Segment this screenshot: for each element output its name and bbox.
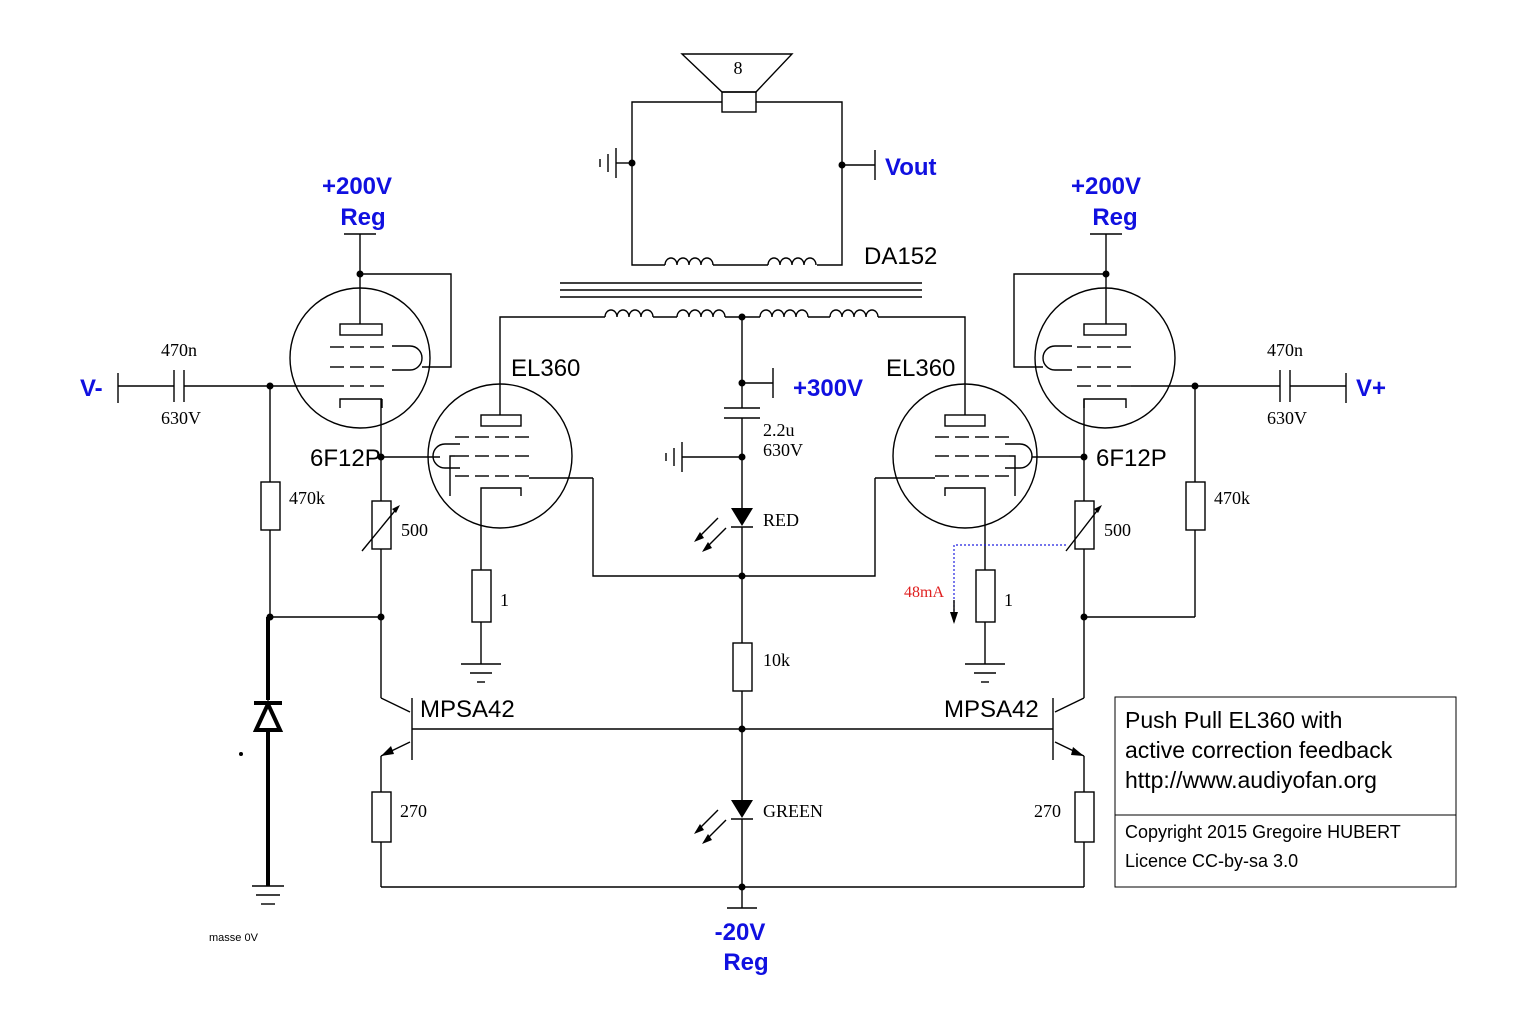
resistor-10k (732, 642, 753, 692)
secondary-winding (664, 257, 817, 266)
resistor-470k-left (260, 481, 281, 531)
cap-right-voltage: 630V (1267, 408, 1307, 428)
current-annotation: 48mA (904, 584, 944, 601)
tube-power-right-label: EL360 (886, 355, 955, 382)
led-green-label: GREEN (763, 801, 823, 821)
supply-plus200-right: +200V (1071, 173, 1141, 200)
res-emitter-left-label: 270 (400, 801, 427, 821)
res-emitter-right-label: 270 (1034, 801, 1061, 821)
resistor-emitter-left (371, 791, 392, 843)
transistor-right-label: MPSA42 (944, 696, 1039, 723)
res-cathode-right-label: 1 (1004, 590, 1013, 610)
ground-note: masse 0V (209, 932, 259, 944)
res-center-label: 10k (763, 650, 790, 670)
ground-symbol (665, 442, 742, 472)
res-grid-right-label: 470k (1214, 488, 1250, 508)
res-cathode-left-label: 1 (500, 590, 509, 610)
tube-power-left-label: EL360 (511, 355, 580, 382)
resistor-470k-right (1185, 481, 1206, 531)
led-red: RED (694, 508, 799, 552)
resistor-cathode-left (471, 569, 492, 623)
supply-plus200-left: +200V (322, 173, 392, 200)
tube-driver-left-label: 6F12P (310, 445, 381, 472)
transistor-left-label: MPSA42 (420, 696, 515, 723)
tube-driver-right-label: 6F12P (1096, 445, 1167, 472)
res-grid-left-label: 470k (289, 488, 325, 508)
info-title-line1: Push Pull EL360 with (1125, 707, 1342, 733)
speaker-impedance: 8 (734, 58, 743, 78)
potentiometer-left: 500 (361, 500, 428, 552)
pot-left-label: 500 (401, 520, 428, 540)
supply-plus200-right-reg: Reg (1092, 204, 1137, 231)
cap-left-voltage: 630V (161, 408, 201, 428)
capacitor-right: 470n 630V (1267, 340, 1307, 428)
tube-power-left: EL360 (427, 355, 593, 529)
tube-driver-right: 6F12P (1034, 287, 1176, 472)
output-label: Vout (885, 154, 937, 181)
capacitor-center: 2.2u 630V (724, 407, 803, 460)
supply-minus20-reg: Reg (723, 949, 768, 976)
info-box: Push Pull EL360 with active correction f… (1114, 696, 1457, 888)
led-red-label: RED (763, 510, 799, 530)
ground-symbol (599, 148, 632, 178)
capacitor-left: 470n 630V (161, 340, 201, 428)
resistor-cathode-right (975, 569, 996, 623)
tube-power-right: EL360 (875, 355, 1038, 529)
input-right-label: V+ (1356, 375, 1386, 402)
diode-ground-left (252, 617, 284, 905)
cap-left-value: 470n (161, 340, 197, 360)
supply-plus200-left-reg: Reg (340, 204, 385, 231)
transistor-right: MPSA42 (742, 696, 1085, 760)
info-copyright: Copyright 2015 Gregoire HUBERT (1125, 822, 1401, 842)
cap-center-value: 2.2u (763, 420, 795, 440)
resistor-emitter-right (1074, 791, 1095, 843)
cap-center-voltage: 630V (763, 440, 803, 460)
transformer-name: DA152 (864, 243, 937, 270)
supply-minus20: -20V (715, 919, 766, 946)
led-green: GREEN (694, 800, 823, 844)
output-transformer: DA152 (499, 243, 966, 370)
speaker: 8 (680, 53, 794, 113)
cap-right-value: 470n (1267, 340, 1303, 360)
info-licence: Licence CC-by-sa 3.0 (1125, 851, 1298, 871)
transistor-left: MPSA42 (380, 696, 742, 760)
pot-right-label: 500 (1104, 520, 1131, 540)
info-title-line2: active correction feedback (1125, 737, 1393, 763)
supply-plus300: +300V (793, 375, 863, 402)
potentiometer-right: 500 (1065, 500, 1131, 552)
input-left-label: V- (80, 375, 103, 402)
info-url: http://www.audiyofan.org (1125, 767, 1377, 793)
